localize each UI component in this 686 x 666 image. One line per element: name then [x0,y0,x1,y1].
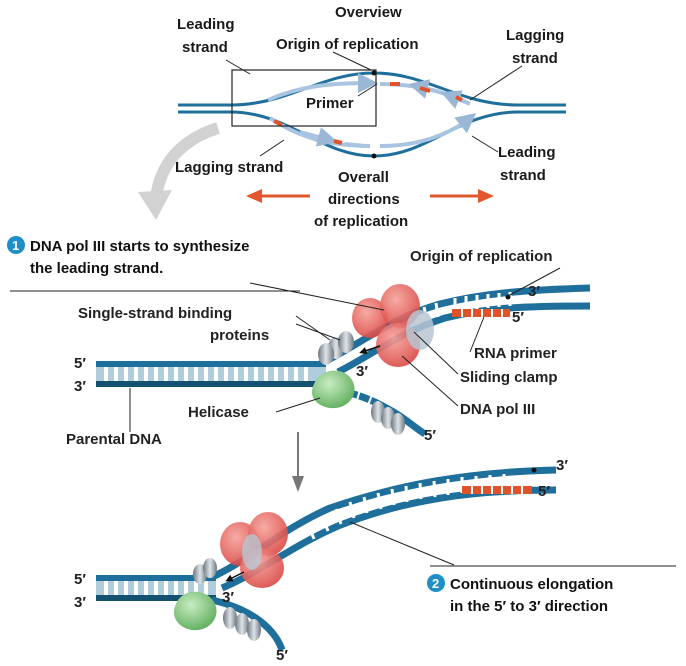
direction-arrows [246,189,494,203]
directions-label-3: of replication [314,213,408,230]
step1-sliding-clamp-label: Sliding clamp [460,369,558,386]
step1-badge-number: 1 [12,238,19,253]
overview-lagging-bottom-label: Lagging strand [175,159,283,176]
step2-left-5: 5′ [74,571,86,588]
overview-origin-label: Origin of replication [276,36,419,53]
step2-ssb-proteins [193,558,261,641]
step2-caption-2: in the 5′ to 3′ direction [450,598,608,615]
step2-lower-5: 5′ [276,647,288,664]
overview-lagging-label-1: Lagging [506,27,564,44]
step2-left-3: 3′ [74,594,86,611]
directions-label-1: Overall [338,169,389,186]
overview-leading-label-2: strand [182,39,228,56]
step2-parental-dna [96,575,216,601]
step1-upper-strand [318,284,591,368]
step1-helicase-label: Helicase [188,404,249,421]
step2-leader-line [349,521,455,566]
step2-dna-pol-iii [220,512,288,588]
step1-ssb-proteins [318,331,405,435]
step1-fork-3: 3′ [356,363,368,380]
step1-origin-label: Origin of replication [410,248,553,265]
step2-fork-3: 3′ [222,589,234,606]
step1-left-3: 3′ [74,378,86,395]
step1-lower-5: 5′ [424,427,436,444]
overview-leading-bottom-label-1: Leading [498,144,556,161]
step1-dna-pol-label: DNA pol III [460,401,535,418]
step2-rna-primer [462,486,532,494]
overview-title: Overview [335,4,402,21]
zoom-arrow [150,122,220,199]
step1-dna-pol-iii [352,284,434,367]
step1-ssb-label-1: Single-strand binding [78,305,232,322]
step2-badge [427,574,445,592]
directions-label-2: directions [328,191,400,208]
overview-primer-label: Primer [306,95,354,112]
step1-caption-1: DNA pol III starts to synthesize [30,238,250,255]
step1-parental-label: Parental DNA [66,431,162,448]
overview-leading-bottom-label-2: strand [500,167,546,184]
zoom-box [231,69,377,127]
step1-rna-primer-label: RNA primer [474,345,557,362]
step1-parental-dna [96,361,326,387]
step1-leading-strand [336,302,591,376]
step2-caption-1: Continuous elongation [450,576,613,593]
overview-leading-label-1: Leading [177,16,235,33]
step1-helicase [311,370,355,409]
step1-caption-2: the leading strand. [30,260,163,277]
step1-ssb-label-2: proteins [210,327,269,344]
step2-helicase [173,591,217,631]
overview-bubble [178,70,566,159]
step1-end-5: 5′ [512,309,524,326]
step2-badge-number: 2 [432,576,439,591]
step2-end-3: 3′ [556,457,568,474]
step1-left-5: 5′ [74,355,86,372]
step2-lower-strand [211,596,286,652]
step1-badge [7,236,25,254]
step1-end-3: 3′ [528,283,540,300]
overview-lagging-label-2: strand [512,50,558,67]
step2-origin-dot [531,467,537,473]
step2-end-5: 5′ [538,483,550,500]
